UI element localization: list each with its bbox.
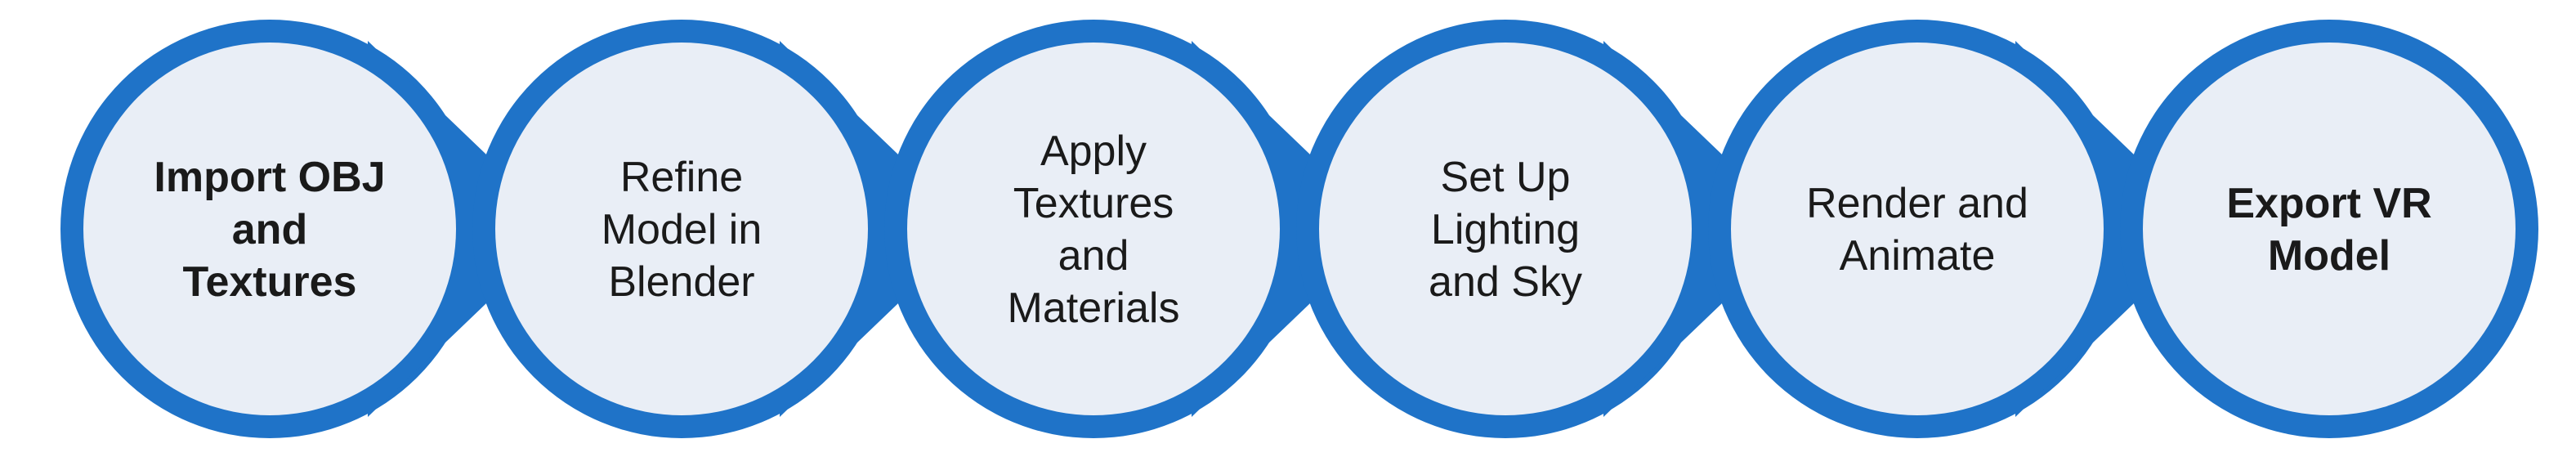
step-6-label-line: Model [2268,232,2390,280]
step-5-label-line: Render and [1806,180,2028,227]
step-4-disc [1319,43,1692,415]
step-3-label-line: and [1058,232,1129,280]
step-2-label-line: Model in [602,206,763,253]
step-1-label-line: Import OBJ [154,154,385,201]
step-4-label-line: Set Up [1441,154,1571,201]
step-1-label-line: Textures [183,258,357,306]
step-2-label-line: Refine [620,154,743,201]
step-3-disc [907,43,1280,415]
step-5-disc [1731,43,2104,415]
step-1-disc [83,43,456,415]
step-2-disc [495,43,868,415]
step-4-label-line: Lighting [1431,206,1580,253]
step-1-label-line: and [232,206,307,253]
step-3-label-line: Apply [1040,128,1147,175]
step-2-label-line: Blender [608,258,754,306]
step-6-disc [2143,43,2516,415]
step-3-label-line: Textures [1013,180,1174,227]
step-4: Set Up Lighting and Sky [1296,20,1800,438]
step-3-label-line: Materials [1008,285,1180,332]
step-5-label-line: Animate [1840,232,1996,280]
step-6-label-line: Export VR [2226,180,2431,227]
step-4-label-line: and Sky [1429,258,1582,306]
step-6: Export VR Model [2120,20,2538,438]
